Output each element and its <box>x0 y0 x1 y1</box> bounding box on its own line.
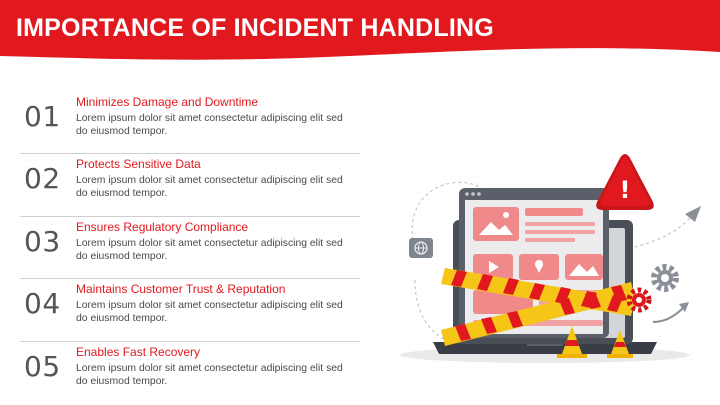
page-title: IMPORTANCE OF INCIDENT HANDLING <box>16 14 494 42</box>
list-item: 03 Ensures Regulatory Compliance Lorem i… <box>20 217 360 280</box>
list-item: 01 Minimizes Damage and Downtime Lorem i… <box>20 92 360 155</box>
list-item: 02 Protects Sensitive Data Lorem ipsum d… <box>20 154 360 217</box>
traffic-cone-icon <box>607 330 633 358</box>
header-banner: IMPORTANCE OF INCIDENT HANDLING <box>0 0 720 64</box>
header-wave-shape <box>0 0 720 60</box>
list-item: 04 Maintains Customer Trust & Reputation… <box>20 279 360 342</box>
importance-list: 01 Minimizes Damage and Downtime Lorem i… <box>20 92 360 404</box>
globe-icon <box>409 238 433 258</box>
item-description: Lorem ipsum dolor sit amet consectetur a… <box>76 113 343 137</box>
item-number: 04 <box>24 287 61 321</box>
arrow-icon <box>652 206 701 323</box>
item-number: 01 <box>24 100 61 133</box>
incident-illustration: ! <box>400 154 701 363</box>
image-tile-icon <box>565 254 603 280</box>
laptop-base <box>433 342 657 354</box>
item-description: Lorem ipsum dolor sit amet consectetur a… <box>76 300 343 325</box>
caution-tape-icon <box>441 268 635 346</box>
item-title: Maintains Customer Trust & Reputation <box>76 282 286 297</box>
item-title: Ensures Regulatory Compliance <box>76 219 249 234</box>
orbit-dashed-line <box>414 279 466 349</box>
item-description: Lorem ipsum dolor sit amet consectetur a… <box>76 175 343 200</box>
image-placeholder-icon <box>473 207 519 241</box>
item-title: Protects Sensitive Data <box>76 157 201 172</box>
gear-icon <box>651 264 679 292</box>
warning-symbol: ! <box>620 176 631 204</box>
item-description: Lorem ipsum dolor sit amet consectetur a… <box>76 237 343 262</box>
warning-icon: ! <box>596 154 654 210</box>
item-number: 05 <box>24 349 61 383</box>
item-number: 02 <box>24 162 61 196</box>
item-description: Lorem ipsum dolor sit amet consectetur a… <box>76 362 343 387</box>
orbit-dashed-line <box>622 211 696 251</box>
list-item: 05 Enables Fast Recovery Lorem ipsum dol… <box>20 342 360 404</box>
traffic-cone-icon <box>557 326 587 358</box>
item-number: 03 <box>24 224 61 258</box>
item-title: Minimizes Damage and Downtime <box>76 95 259 109</box>
item-title: Enables Fast Recovery <box>76 344 201 359</box>
gear-icon <box>626 287 652 313</box>
